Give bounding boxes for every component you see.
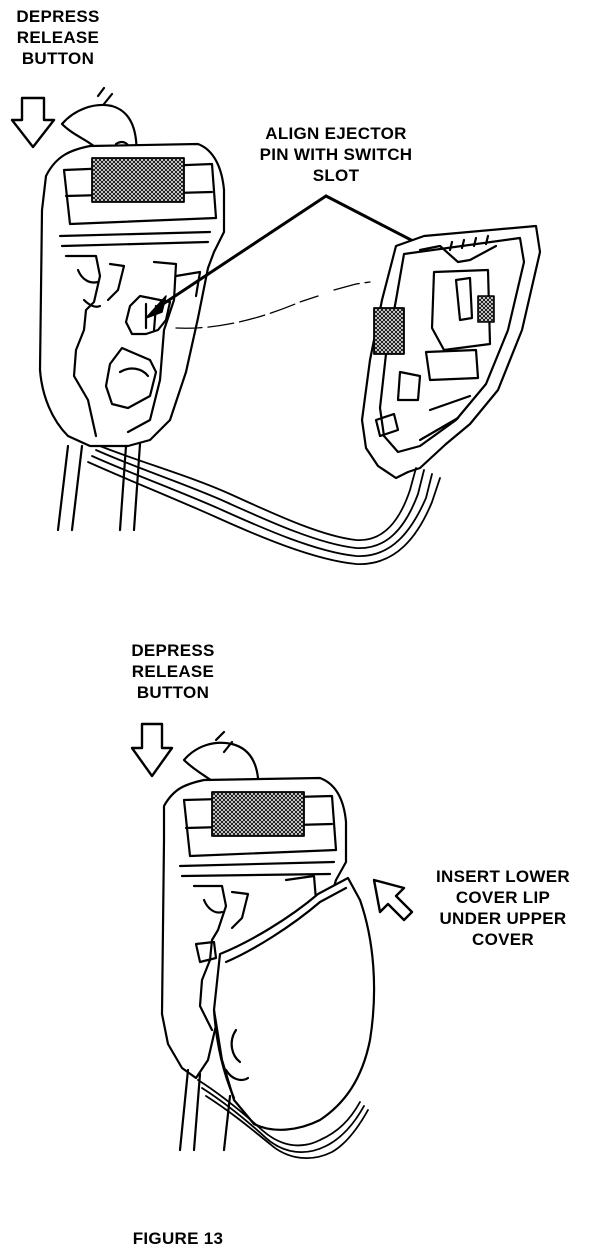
seat-belt-webbing [180, 1070, 230, 1150]
upper-cover-housing [162, 778, 346, 1078]
bottom-release-label: DEPRESS RELEASE BUTTON [118, 640, 228, 703]
up-arrow-icon [374, 880, 412, 920]
insert-lower-cover-label-line: COVER LIP [455, 888, 551, 907]
lower-cover-closing [214, 878, 374, 1130]
top-release-label-line: BUTTON [21, 49, 95, 68]
bottom-release-label-line: RELEASE [131, 662, 215, 681]
align-ejector-label-line: ALIGN EJECTOR [265, 124, 407, 143]
top-release-label-line: DEPRESS [16, 7, 100, 26]
insert-lower-cover-label-line: UNDER UPPER [439, 909, 567, 928]
top-release-label: DEPRESS RELEASE BUTTON [6, 6, 110, 69]
alignment-line [176, 282, 370, 328]
insert-lower-cover-label-line: COVER [472, 930, 534, 949]
align-ejector-label: ALIGN EJECTOR PIN WITH SWITCH SLOT [236, 123, 436, 186]
insert-lower-cover-label: INSERT LOWER COVER LIP UNDER UPPER COVER [414, 866, 592, 950]
upper-cover-housing [40, 144, 224, 446]
seat-belt-webbing [58, 444, 140, 530]
align-ejector-label-line: PIN WITH SWITCH [259, 145, 413, 164]
align-ejector-label-line: SLOT [312, 166, 360, 185]
bottom-release-label-line: DEPRESS [131, 641, 215, 660]
lower-cover-open [362, 226, 540, 478]
down-arrow-icon [132, 724, 172, 776]
figure-title: FIGURE 13 [132, 1229, 224, 1248]
wire-harness [88, 446, 440, 564]
bottom-release-label-line: BUTTON [136, 683, 210, 702]
wire-harness [198, 1080, 368, 1158]
insert-lower-cover-label-line: INSERT LOWER [436, 867, 570, 886]
top-release-label-line: RELEASE [16, 28, 100, 47]
down-arrow-icon [12, 98, 54, 147]
